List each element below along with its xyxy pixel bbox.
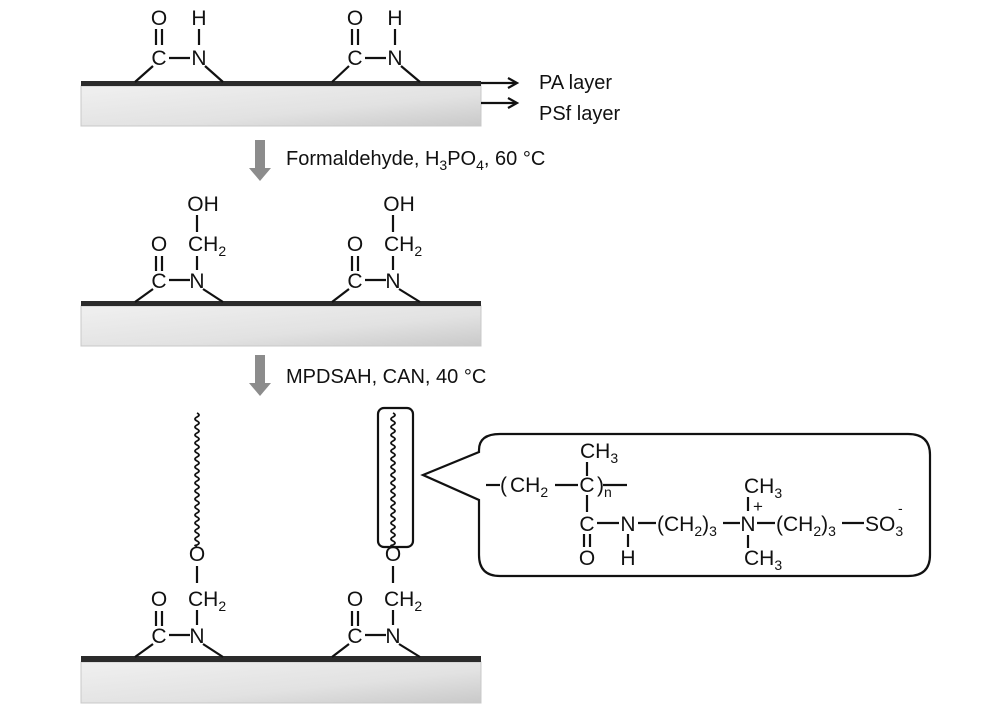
methylene: CH2 bbox=[384, 588, 422, 614]
amide-oxygen: O bbox=[579, 547, 595, 570]
stage-3-graft-group-1: O CH2 O C N bbox=[134, 543, 226, 658]
quaternary-carbon: C bbox=[579, 474, 594, 497]
carbon-atom: C bbox=[347, 47, 362, 70]
carbon-atom: C bbox=[151, 47, 166, 70]
hydroxyl: OH bbox=[383, 193, 415, 216]
ether-oxygen: O bbox=[189, 543, 205, 566]
nitrogen-atom: N bbox=[385, 625, 400, 648]
stage-2-membrane bbox=[80, 301, 482, 347]
close-bracket: ) bbox=[597, 474, 604, 497]
open-bracket: ( bbox=[500, 474, 507, 497]
pa-layer-label: PA layer bbox=[539, 72, 612, 94]
pa-layer bbox=[81, 81, 481, 86]
propyl-spacer-1: (CH2)3 bbox=[657, 513, 717, 539]
hydroxyl: OH bbox=[187, 193, 219, 216]
bond bbox=[202, 643, 224, 658]
repeat-count: n bbox=[604, 484, 612, 500]
bond bbox=[134, 643, 154, 658]
psf-layer-label: PSf layer bbox=[539, 103, 620, 125]
callout-bubble bbox=[420, 432, 932, 578]
grafted-polymer-chain-2 bbox=[390, 412, 396, 547]
bond bbox=[400, 65, 421, 83]
nitrogen-atom: N bbox=[189, 625, 204, 648]
pa-layer bbox=[81, 301, 481, 306]
stage-1-amide-group-1: O H C N bbox=[134, 7, 224, 83]
bond bbox=[398, 288, 421, 303]
backbone-methylene: CH2 bbox=[510, 474, 548, 500]
step-1: Formaldehyde, H3PO4, 60 °C bbox=[249, 140, 545, 181]
amide-hydrogen: H bbox=[191, 7, 206, 30]
ether-oxygen: O bbox=[385, 543, 401, 566]
chain-highlight-box bbox=[376, 406, 415, 549]
carbon-atom: C bbox=[347, 270, 362, 293]
nitrogen-atom: N bbox=[385, 270, 400, 293]
stage-2-hydroxymethyl-group-2: OH CH2 O C N bbox=[331, 193, 422, 303]
stage-3-graft-group-2: O CH2 O C N bbox=[331, 543, 422, 658]
step-2: MPDSAH, CAN, 40 °C bbox=[249, 355, 486, 396]
bond bbox=[204, 65, 224, 83]
nitrogen-atom: N bbox=[191, 47, 206, 70]
mpdsah-repeat-unit-structure: ( CH2 C ) n CH3 C O N H (CH2)3 N + CH3 C… bbox=[486, 440, 903, 573]
carbonyl-oxygen: O bbox=[151, 588, 167, 611]
bond bbox=[331, 65, 350, 83]
carbonyl-oxygen: O bbox=[347, 233, 363, 256]
stage-1-membrane bbox=[80, 81, 482, 127]
psf-pointer-arrowhead-icon bbox=[507, 97, 520, 109]
bond bbox=[398, 643, 421, 658]
ammonium-nitrogen: N bbox=[740, 513, 755, 536]
carbonyl-oxygen: O bbox=[347, 588, 363, 611]
stage-2-hydroxymethyl-group-1: OH CH2 O C N bbox=[134, 193, 226, 303]
methyl: CH3 bbox=[580, 440, 618, 466]
methylene: CH2 bbox=[188, 588, 226, 614]
amide-hydrogen: H bbox=[620, 547, 635, 570]
carbonyl-oxygen: O bbox=[151, 7, 167, 30]
step-1-reagents: Formaldehyde, H3PO4, 60 °C bbox=[286, 148, 545, 173]
stage-3-membrane bbox=[80, 656, 482, 704]
pa-layer bbox=[81, 656, 481, 662]
positive-charge: + bbox=[753, 497, 763, 516]
bond bbox=[331, 643, 350, 658]
psf-layer bbox=[80, 661, 482, 704]
carbon-atom: C bbox=[151, 270, 166, 293]
nitrogen-atom: N bbox=[189, 270, 204, 293]
amide-hydrogen: H bbox=[387, 7, 402, 30]
methylene: CH2 bbox=[188, 233, 226, 259]
psf-layer bbox=[80, 85, 482, 127]
stage-1-amide-group-2: O H C N bbox=[331, 7, 421, 83]
grafted-polymer-chain-1 bbox=[194, 412, 200, 547]
methylene: CH2 bbox=[384, 233, 422, 259]
negative-charge: - bbox=[898, 500, 903, 516]
layer-labels: PA layer PSf layer bbox=[481, 72, 620, 125]
carbonyl-oxygen: O bbox=[347, 7, 363, 30]
bond bbox=[134, 65, 154, 83]
carbon-atom: C bbox=[151, 625, 166, 648]
down-arrow-icon bbox=[249, 140, 271, 181]
n-methyl-top: CH3 bbox=[744, 475, 782, 501]
carbon-atom: C bbox=[347, 625, 362, 648]
step-2-reagents: MPDSAH, CAN, 40 °C bbox=[286, 366, 486, 388]
down-arrow-icon bbox=[249, 355, 271, 396]
nitrogen-atom: N bbox=[387, 47, 402, 70]
pa-pointer-arrowhead-icon bbox=[507, 77, 520, 89]
bond bbox=[202, 288, 224, 303]
bond bbox=[134, 288, 154, 303]
amide-carbon: C bbox=[579, 513, 594, 536]
n-methyl-bottom: CH3 bbox=[744, 547, 782, 573]
propyl-spacer-2: (CH2)3 bbox=[776, 513, 836, 539]
amide-nitrogen: N bbox=[620, 513, 635, 536]
bond bbox=[331, 288, 350, 303]
psf-layer bbox=[80, 305, 482, 347]
sulfonate: SO3 bbox=[865, 513, 903, 539]
carbonyl-oxygen: O bbox=[151, 233, 167, 256]
